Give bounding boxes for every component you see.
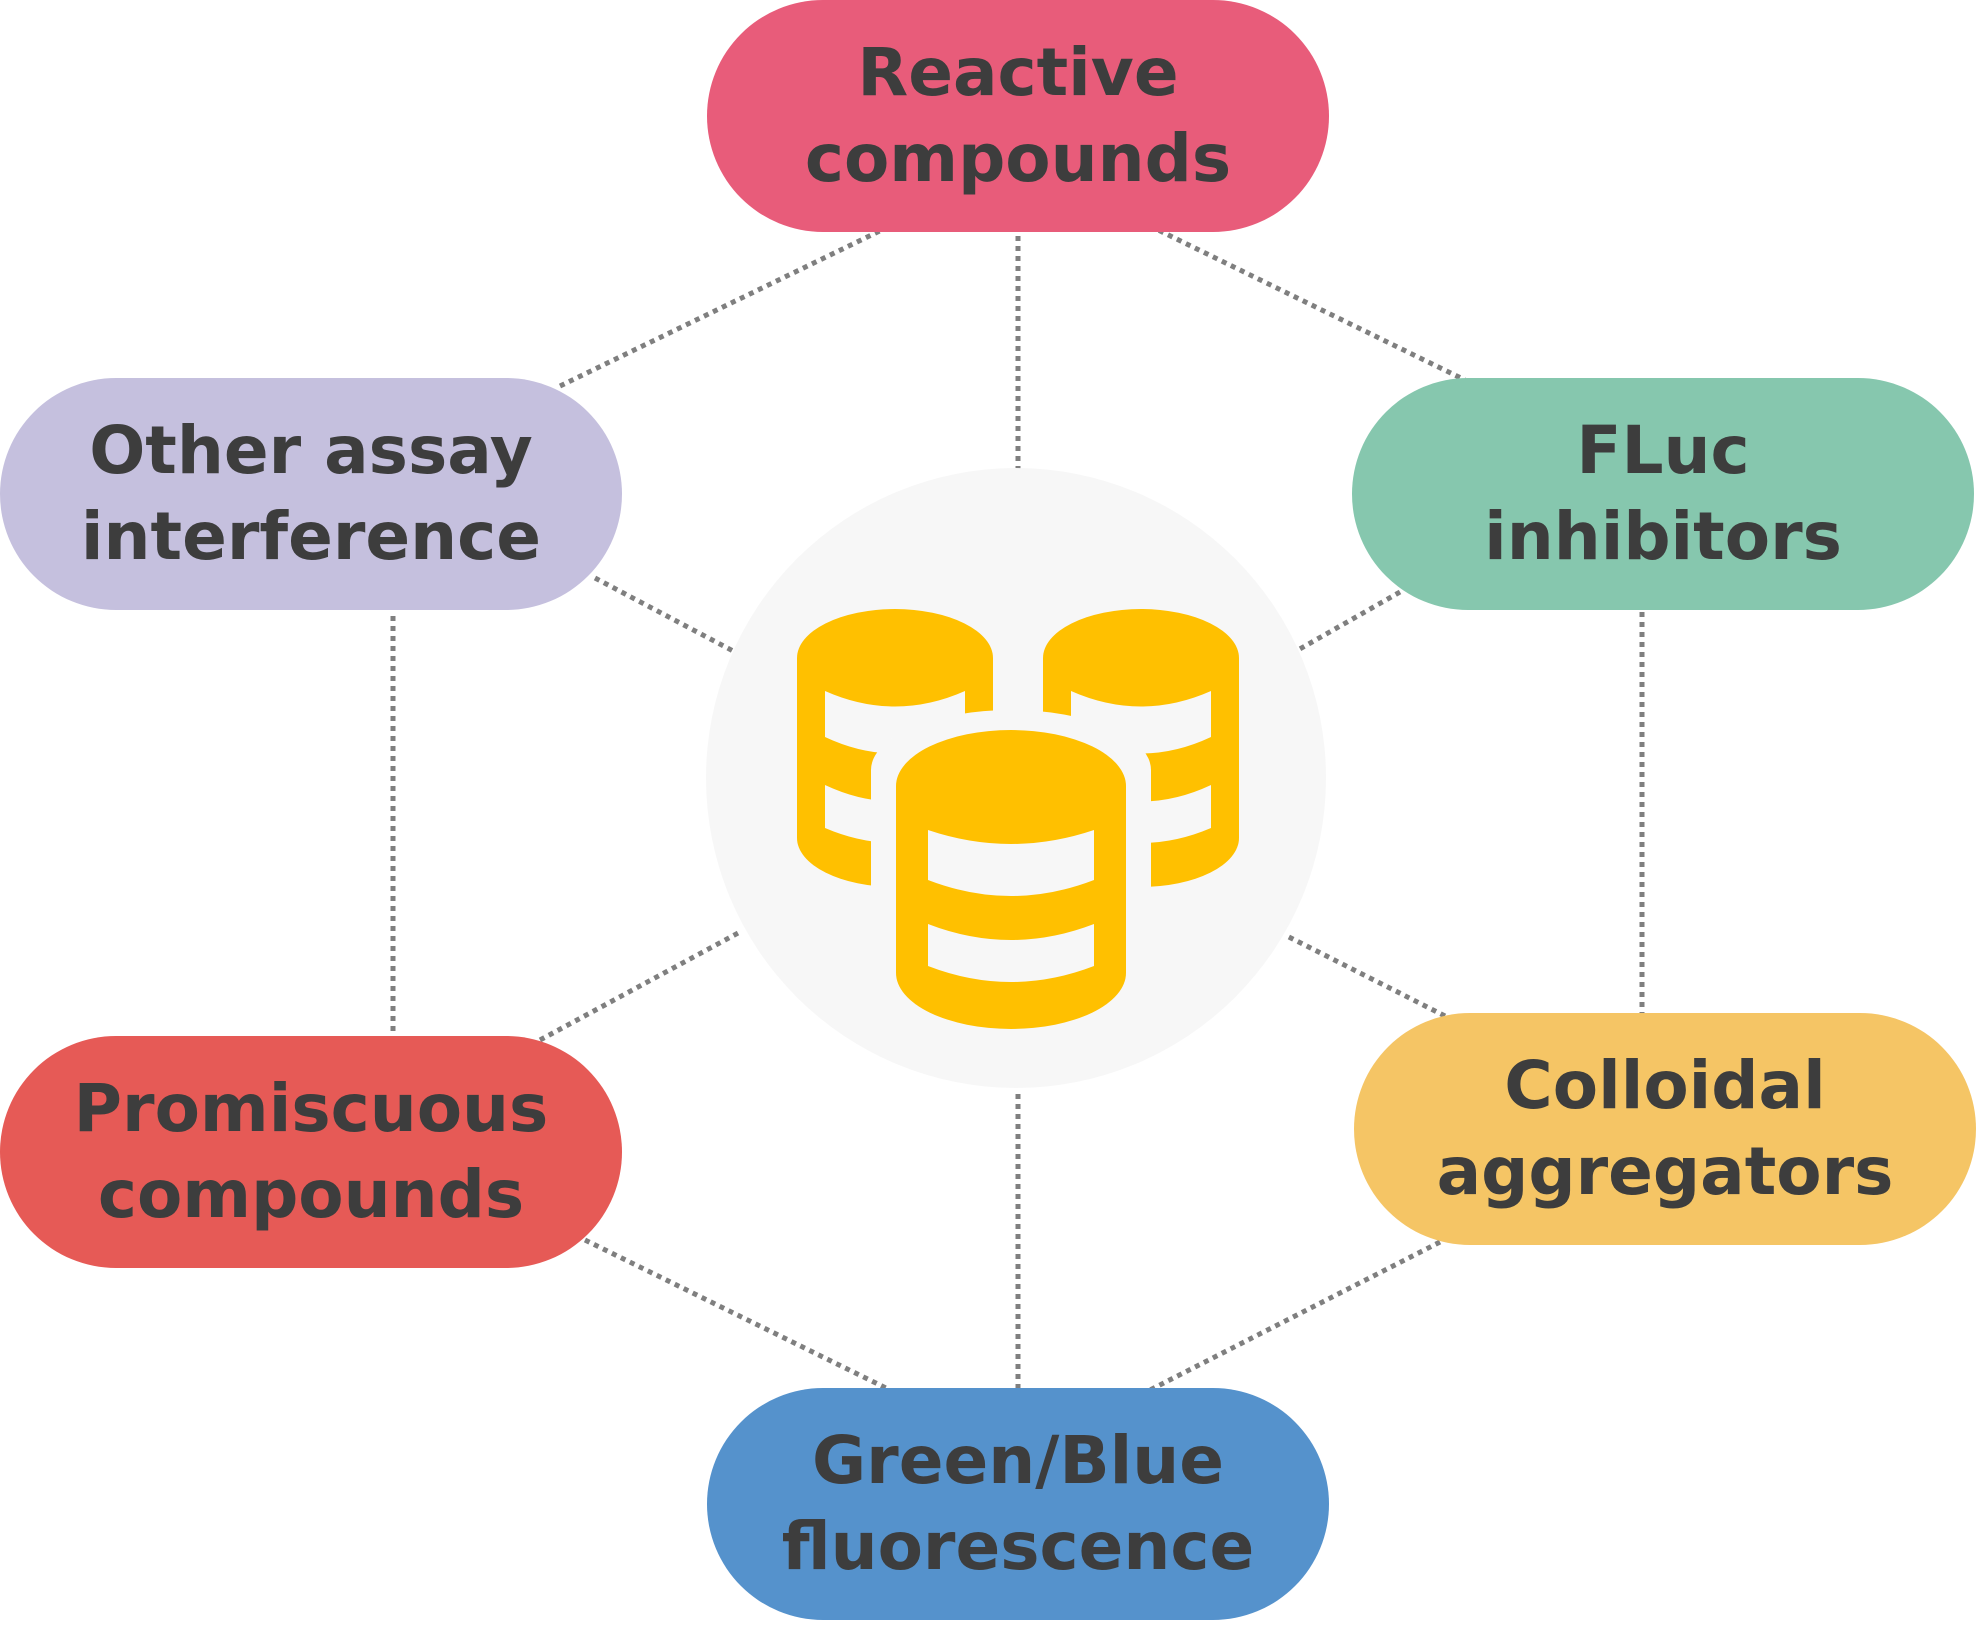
node-colloidal-aggregators: Colloidal aggregators [1354,1013,1976,1245]
node-other-assay-interference: Other assay interference [0,378,622,610]
connector-promiscuous-green [583,1237,892,1393]
node-label-line2: aggregators [1436,1133,1894,1210]
connector-other-reactive [558,223,892,389]
node-label-line1: Colloidal [1504,1047,1826,1124]
node-label-line2: fluorescence [781,1508,1255,1585]
node-label-line1: Other assay [89,412,533,489]
database-cylinders-icon [797,609,1239,1029]
node-label-line1: Reactive [857,34,1179,111]
node-label-line1: Green/Blue [811,1422,1225,1499]
connector-promiscuous-hub [538,929,742,1043]
connectors [390,223,1645,1393]
connector-reactive-fluc [1148,223,1467,383]
node-label-line2: compounds [804,120,1232,197]
node-green-blue-fluorescence: Green/Blue fluorescence [707,1388,1329,1620]
connector-colloidal-green [1148,1239,1442,1393]
node-label-line1: Promiscuous [73,1070,549,1147]
connector-colloidal-hub [1283,932,1447,1019]
node-label-line2: compounds [97,1156,525,1233]
node-label-line2: inhibitors [1484,498,1842,575]
node-reactive-compounds: Reactive compounds [707,0,1329,232]
node-label-line2: interference [80,498,542,575]
connector-other-hub [593,575,737,655]
node-promiscuous-compounds: Promiscuous compounds [0,1036,622,1268]
node-label-line1: FLuc [1576,412,1750,489]
node-fluc-inhibitors: FLuc inhibitors [1352,378,1974,610]
database-cylinder-front [896,730,1126,1029]
connector-fluc-hub [1296,589,1402,653]
